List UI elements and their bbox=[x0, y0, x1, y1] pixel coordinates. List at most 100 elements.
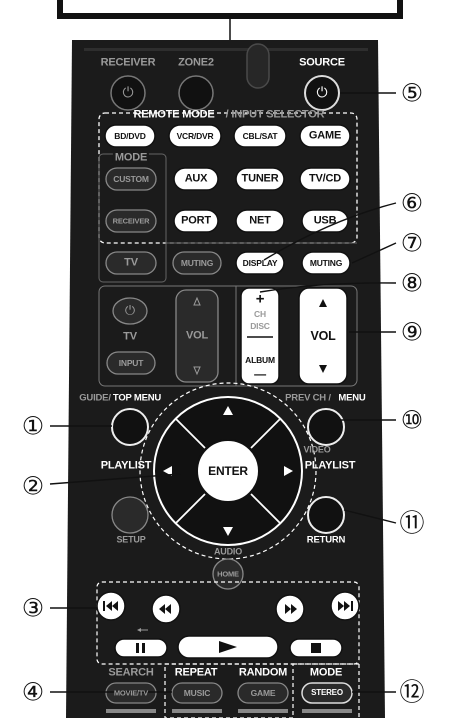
movie-tv-label: MOVIE/TV bbox=[113, 688, 149, 698]
zone2-button[interactable] bbox=[178, 75, 214, 111]
vol-rocker[interactable] bbox=[298, 287, 348, 385]
tv-cd-button[interactable] bbox=[299, 167, 351, 191]
tv-mode-label: TV bbox=[124, 256, 138, 269]
receiver-power-button[interactable] bbox=[110, 75, 146, 111]
tv-power-icon: ⏻ bbox=[124, 303, 136, 319]
mode-label: MODE bbox=[112, 151, 150, 164]
enter-button[interactable] bbox=[196, 439, 260, 503]
bd-dvd-label: BD/DVD bbox=[114, 130, 146, 141]
ch-minus-icon: — bbox=[254, 367, 266, 381]
port-button[interactable] bbox=[173, 209, 219, 233]
vcr-dvr-button[interactable] bbox=[168, 124, 222, 148]
callout-8: ⑧ bbox=[400, 268, 424, 298]
arrow-left-icon bbox=[163, 466, 172, 476]
cbl-sat-button[interactable] bbox=[233, 124, 287, 148]
remote-mode-label: REMOTE MODE bbox=[133, 108, 215, 121]
menu-label: MENU bbox=[338, 392, 366, 404]
game-listen-button[interactable] bbox=[237, 682, 289, 704]
video-label: VIDEO bbox=[303, 444, 331, 455]
receiver-power-icon: ⏻ bbox=[122, 85, 134, 101]
vol-gray-up-icon bbox=[193, 296, 201, 306]
vol-down-icon bbox=[319, 365, 327, 373]
stereo-label: STEREO bbox=[311, 688, 343, 697]
game-listen-label: GAME bbox=[250, 687, 276, 698]
return-button[interactable] bbox=[307, 496, 345, 534]
callout-11: ⑪ bbox=[399, 508, 425, 538]
source-power-icon: ⏻ bbox=[316, 85, 328, 101]
input-selector-label: / INPUT SELECTOR bbox=[225, 108, 325, 121]
prev-ch-label: PREV CH / bbox=[285, 392, 331, 404]
home-label: HOME bbox=[217, 569, 239, 579]
game-label: GAME bbox=[308, 129, 342, 142]
muting-gray-label: MUTING bbox=[180, 257, 214, 268]
random-label: RANDOM bbox=[238, 666, 288, 679]
port-label: PORT bbox=[181, 214, 211, 227]
callout-5: ⑤ bbox=[400, 78, 424, 108]
music-button[interactable] bbox=[171, 682, 223, 704]
net-label: NET bbox=[249, 214, 271, 227]
tuner-label: TUNER bbox=[241, 172, 279, 185]
receiver-mode-button[interactable] bbox=[105, 209, 157, 233]
tuner-button[interactable] bbox=[235, 167, 285, 191]
playlist-right-label: PLAYLIST bbox=[304, 459, 356, 472]
ch-plus-icon: + bbox=[255, 290, 265, 308]
muting-gray-button[interactable] bbox=[172, 251, 222, 275]
aux-button[interactable] bbox=[173, 167, 219, 191]
zone2-label: ZONE2 bbox=[178, 56, 214, 69]
arrow-right-icon bbox=[284, 466, 293, 476]
receiver-mode-label: RECEIVER bbox=[112, 216, 150, 226]
callout-7: ⑦ bbox=[400, 228, 424, 258]
callout-9: ⑨ bbox=[400, 317, 424, 347]
return-label: RETURN bbox=[306, 534, 346, 546]
movie-tv-button[interactable] bbox=[105, 682, 157, 704]
bd-dvd-button[interactable] bbox=[104, 124, 156, 148]
vol-gray-down-icon bbox=[193, 366, 201, 376]
callout-4: ④ bbox=[21, 677, 45, 707]
aux-label: AUX bbox=[184, 172, 208, 185]
tv-input-button[interactable] bbox=[106, 351, 156, 375]
audio-label: AUDIO bbox=[214, 546, 242, 557]
playlist-left-label: PLAYLIST bbox=[100, 459, 152, 472]
mode-bottom-label: MODE bbox=[309, 666, 343, 679]
ch-label: CH bbox=[254, 308, 266, 319]
receiver-label: RECEIVER bbox=[100, 56, 156, 69]
guide-label: GUIDE/ bbox=[79, 392, 111, 404]
menu-button[interactable] bbox=[307, 408, 345, 446]
album-label: ALBUM bbox=[245, 354, 275, 365]
pause-button[interactable] bbox=[114, 638, 168, 658]
ir-window bbox=[246, 43, 270, 89]
tv-mode-button[interactable] bbox=[105, 251, 157, 275]
display-label: DISPLAY bbox=[242, 257, 278, 268]
setup-button[interactable] bbox=[111, 496, 149, 534]
stereo-button[interactable] bbox=[301, 682, 353, 704]
vol-gray-rocker[interactable] bbox=[175, 289, 219, 383]
source-power-button[interactable] bbox=[304, 75, 340, 111]
custom-label: CUSTOM bbox=[113, 173, 149, 184]
tv-power-button[interactable] bbox=[112, 297, 148, 325]
custom-mode-button[interactable] bbox=[105, 167, 157, 191]
vol-gray-label: VOL bbox=[185, 329, 209, 342]
music-label: MUSIC bbox=[183, 687, 211, 698]
callout-10: ⑩ bbox=[400, 405, 424, 435]
callout-6: ⑥ bbox=[400, 188, 424, 218]
vol-up-icon bbox=[319, 299, 327, 307]
source-label: SOURCE bbox=[299, 56, 345, 69]
receiver-unit-box bbox=[57, 0, 403, 19]
input-label: INPUT bbox=[118, 357, 144, 368]
muting-label: MUTING bbox=[309, 257, 343, 268]
top-menu-button[interactable] bbox=[111, 408, 149, 446]
disc-label: DISC bbox=[250, 320, 270, 331]
callout-12: ⑫ bbox=[399, 677, 425, 707]
usb-label: USB bbox=[313, 214, 337, 227]
usb-button[interactable] bbox=[301, 209, 349, 233]
display-button[interactable] bbox=[235, 251, 285, 275]
net-button[interactable] bbox=[235, 209, 285, 233]
arrow-up-icon bbox=[223, 406, 233, 415]
tv-label: TV bbox=[123, 330, 137, 343]
repeat-label: REPEAT bbox=[174, 666, 218, 679]
game-button[interactable] bbox=[299, 124, 351, 148]
setup-label: SETUP bbox=[116, 534, 146, 545]
ch-rocker[interactable] bbox=[240, 287, 280, 385]
muting-button[interactable] bbox=[301, 251, 351, 275]
